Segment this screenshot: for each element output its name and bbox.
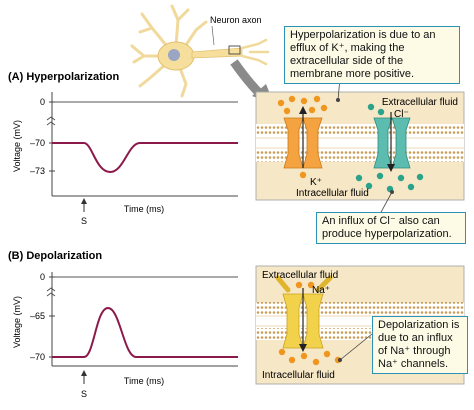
- callout-depolarization-na: Depolarization is due to an influx of Na…: [372, 316, 468, 374]
- panel-b-extracellular-label: Extracellular fluid: [262, 270, 338, 281]
- panel-a-title: (A) Hyperpolarization: [8, 71, 120, 83]
- panel-a-y-tick-73: –73: [30, 166, 45, 176]
- panel-a-extracellular-label: Extracellular fluid: [382, 97, 458, 108]
- panel-b-y-tick-65: –65: [30, 311, 45, 321]
- panel-b-axis-break: [46, 287, 56, 297]
- panel-a-intracellular-label: Intracellular fluid: [296, 188, 369, 199]
- panel-a-x-label: Time (ms): [124, 204, 164, 214]
- panel-b-stimulus-arrow: [81, 370, 87, 376]
- panel-b-y-label: Voltage (mV): [12, 296, 22, 348]
- panel-b-title: (B) Depolarization: [8, 250, 102, 262]
- panel-a-stimulus-arrow: [81, 198, 87, 204]
- panel-a-membrane-diagram: Extracellular fluid Cl⁻ K⁺ Intracellular…: [255, 91, 465, 201]
- panel-b-graph: (B) Depolarization 0 –65 –70 Voltage (mV…: [8, 250, 238, 399]
- panel-b-y-tick-0: 0: [40, 272, 45, 282]
- cl-influx-arrow: [387, 164, 395, 172]
- panel-a-stimulus-label: S: [81, 216, 87, 226]
- k-efflux-arrow: [299, 106, 307, 114]
- panel-b-y-tick-70: –70: [30, 352, 45, 362]
- panel-b-stimulus-label: S: [81, 389, 87, 399]
- panel-a-axis-break: [46, 116, 56, 126]
- panel-b-voltage-trace: [52, 306, 238, 358]
- cl-ion-label: Cl⁻: [394, 109, 409, 120]
- neuron-axon-label: Neuron axon: [210, 15, 262, 25]
- k-ion-label: K⁺: [310, 177, 322, 188]
- na-influx-arrow: [299, 344, 307, 352]
- panel-b-intracellular-label: Intracellular fluid: [262, 370, 335, 381]
- panel-a-voltage-trace: [52, 142, 238, 174]
- callout-hyperpolarization-k: Hyperpolarization is due to an efflux of…: [284, 26, 460, 84]
- panel-a-y-label: Voltage (mV): [12, 120, 22, 172]
- k-ions: [277, 95, 328, 179]
- panel-b-x-label: Time (ms): [124, 376, 164, 386]
- callout-hyperpolarization-cl: An influx of Cl⁻ also can produce hyperp…: [316, 212, 466, 244]
- panel-a-y-tick-0: 0: [40, 97, 45, 107]
- panel-a-y-tick-70: –70: [30, 138, 45, 148]
- cl-channel-right: [391, 117, 411, 169]
- neuron-illustration: Neuron axon: [130, 4, 274, 104]
- panel-a-graph: (A) Hyperpolarization 0 –70 –73 Voltage …: [8, 71, 238, 226]
- na-channel-gate: [275, 275, 333, 293]
- k-channel-right: [302, 117, 323, 169]
- cl-ions: [355, 103, 424, 193]
- na-ion-label: Na⁺: [312, 285, 330, 296]
- na-channel-right: [302, 293, 324, 349]
